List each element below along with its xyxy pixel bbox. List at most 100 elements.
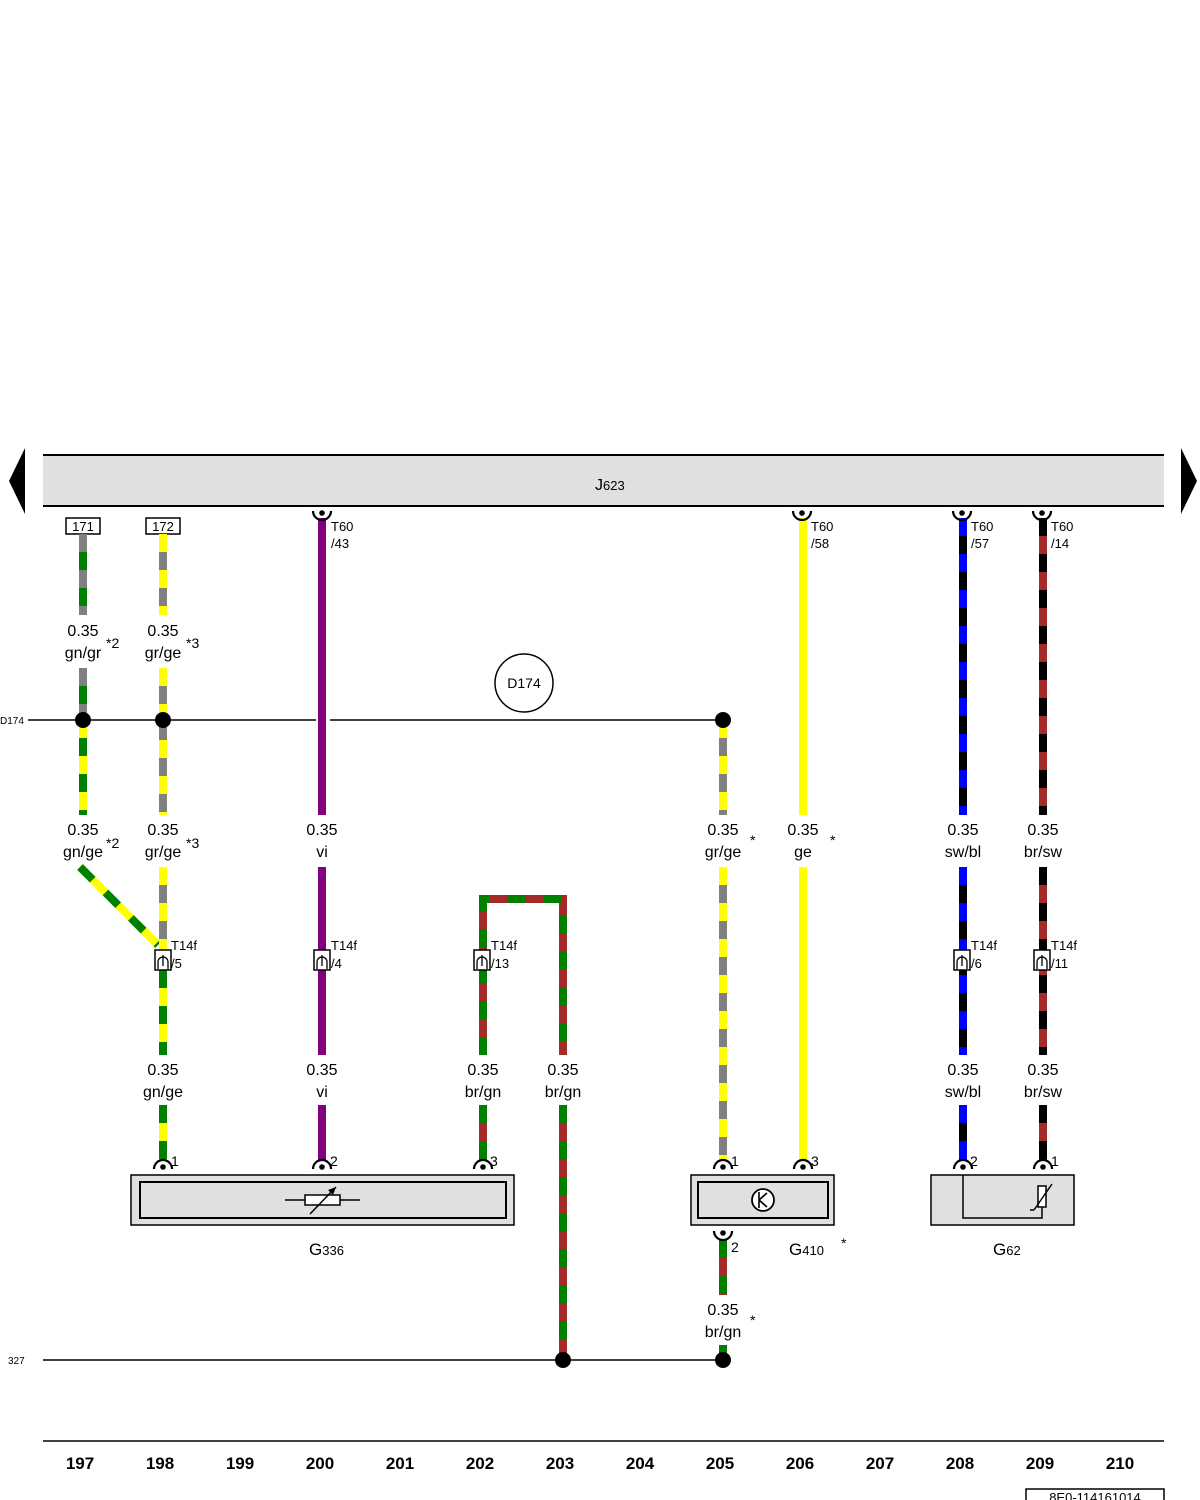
ruler-number: 197 — [66, 1454, 94, 1473]
svg-text:gn/gr: gn/gr — [65, 645, 102, 662]
svg-text:ge: ge — [794, 844, 812, 861]
wire-label-gr-ge-mid: 0.35 gr/ge *3 — [145, 822, 200, 861]
svg-text:T14f: T14f — [491, 938, 517, 953]
svg-text:gr/ge: gr/ge — [705, 844, 742, 861]
ruler-number: 206 — [786, 1454, 814, 1473]
svg-text:171: 171 — [72, 519, 94, 534]
knock-sensor-icon — [751, 1188, 775, 1212]
pin-g410-3: 3 — [792, 1153, 819, 1170]
ecu-pin-t60-14: T60 /14 — [1031, 510, 1073, 551]
bus-d174: D174 — [0, 716, 723, 727]
svg-text:0.35: 0.35 — [787, 822, 818, 839]
svg-text:/5: /5 — [171, 956, 182, 971]
svg-text:*: * — [841, 1235, 847, 1251]
junction-dot — [715, 712, 731, 728]
pin-g62-2: 2 — [952, 1153, 978, 1170]
svg-text:/43: /43 — [331, 536, 349, 551]
svg-text:br/sw: br/sw — [1024, 844, 1063, 861]
svg-text:1: 1 — [731, 1153, 739, 1169]
wire-label-gr-ge-g410: 0.35 gr/ge * — [705, 822, 756, 861]
junction-dot — [75, 712, 91, 728]
wire-label-sw-bl-mid: 0.35 sw/bl — [945, 822, 981, 861]
svg-text:sw/bl: sw/bl — [945, 844, 981, 861]
svg-text:T14f: T14f — [331, 938, 357, 953]
svg-text:br/gn: br/gn — [705, 1324, 741, 1341]
ruler-number: 208 — [946, 1454, 974, 1473]
connector-t14f-4: T14f /4 — [313, 938, 357, 971]
svg-text:0.35: 0.35 — [707, 1302, 738, 1319]
svg-text:T14f: T14f — [171, 938, 197, 953]
connector-t14f-13: T14f /13 — [473, 938, 517, 971]
ruler-number: 204 — [626, 1454, 655, 1473]
svg-text:/4: /4 — [331, 956, 342, 971]
svg-text:*: * — [750, 832, 756, 848]
svg-text:*2: *2 — [106, 635, 119, 651]
svg-text:2: 2 — [731, 1239, 739, 1255]
svg-text:sw/bl: sw/bl — [945, 1084, 981, 1101]
svg-text:0.35: 0.35 — [147, 1062, 178, 1079]
ecu-pin-t60-57: T60 /57 — [951, 510, 993, 551]
svg-text:*3: *3 — [186, 635, 199, 651]
svg-text:0.35: 0.35 — [306, 1062, 337, 1079]
ruler-number: 202 — [466, 1454, 494, 1473]
component-g62: G62 — [930, 1174, 1075, 1259]
wire-gn-ge-diagonal — [77, 864, 161, 948]
wire-label-vi-mid: 0.35 vi — [306, 822, 337, 861]
connector-t14f-6: T14f /6 — [953, 938, 997, 971]
connector-t14f-5: T14f /5 — [154, 938, 197, 971]
svg-text:1: 1 — [171, 1153, 179, 1169]
svg-text:3: 3 — [811, 1153, 819, 1169]
svg-text:*2: *2 — [106, 835, 119, 851]
ruler-number: 200 — [306, 1454, 334, 1473]
ecu-j623: J623 — [43, 454, 1164, 507]
junction-dot — [555, 1352, 571, 1368]
svg-text:br/gn: br/gn — [545, 1084, 581, 1101]
ruler-number: 210 — [1106, 1454, 1134, 1473]
bus-ground-label: 327 — [8, 1356, 25, 1367]
pin-g336-1: 1 — [152, 1153, 179, 1170]
ruler-number: 203 — [546, 1454, 574, 1473]
next-page-arrow-icon[interactable] — [1181, 448, 1197, 514]
prev-page-arrow-icon[interactable] — [9, 448, 25, 514]
svg-text:1: 1 — [1051, 1153, 1059, 1169]
svg-text:0.35: 0.35 — [67, 822, 98, 839]
variable-resistor-icon — [285, 1186, 360, 1215]
ruler-number: 205 — [706, 1454, 734, 1473]
wire-label-gn-ge-mid: 0.35 gn/ge *2 — [63, 822, 119, 861]
svg-text:0.35: 0.35 — [306, 822, 337, 839]
svg-text:vi: vi — [316, 1084, 328, 1101]
component-g336-label: G336 — [309, 1240, 344, 1259]
svg-text:*: * — [750, 1312, 756, 1328]
svg-text:T60: T60 — [971, 519, 993, 534]
ecu-pin-t60-43: T60 /43 — [311, 510, 353, 551]
wire-label-gn-gr: 0.35 gn/gr *2 — [65, 623, 120, 662]
connector-t14f-11: T14f /11 — [1033, 938, 1077, 971]
junction-dot — [715, 1352, 731, 1368]
ruler-number: 199 — [226, 1454, 254, 1473]
svg-text:0.35: 0.35 — [147, 623, 178, 640]
component-g410: G410 * — [690, 1174, 847, 1259]
temperature-sensor-icon — [1030, 1183, 1053, 1211]
svg-text:T60: T60 — [1051, 519, 1073, 534]
svg-text:gn/ge: gn/ge — [143, 1084, 183, 1101]
svg-text:3: 3 — [490, 1153, 498, 1169]
ruler-number: 209 — [1026, 1454, 1054, 1473]
svg-text:0.35: 0.35 — [947, 822, 978, 839]
ref-171[interactable]: 171 — [65, 517, 101, 535]
svg-text:172: 172 — [152, 519, 174, 534]
component-g410-label: G410 — [789, 1240, 824, 1259]
pin-g410-2: 2 — [712, 1230, 739, 1255]
ecu-pin-t60-58: T60 /58 — [791, 510, 833, 551]
svg-text:/57: /57 — [971, 536, 989, 551]
wire-label-sw-bl-low: 0.35 sw/bl — [945, 1062, 981, 1101]
wire-label-br-gn-g410: 0.35 br/gn * — [705, 1302, 756, 1341]
wire-label-br-gn-low-2: 0.35 br/gn — [545, 1062, 581, 1101]
svg-text:gr/ge: gr/ge — [145, 645, 182, 662]
svg-text:2: 2 — [330, 1153, 338, 1169]
ref-172[interactable]: 172 — [145, 517, 181, 535]
wire-label-vi-low: 0.35 vi — [306, 1062, 337, 1101]
pin-g336-2: 2 — [311, 1153, 338, 1170]
svg-text:T14f: T14f — [1051, 938, 1077, 953]
svg-text:0.35: 0.35 — [67, 623, 98, 640]
